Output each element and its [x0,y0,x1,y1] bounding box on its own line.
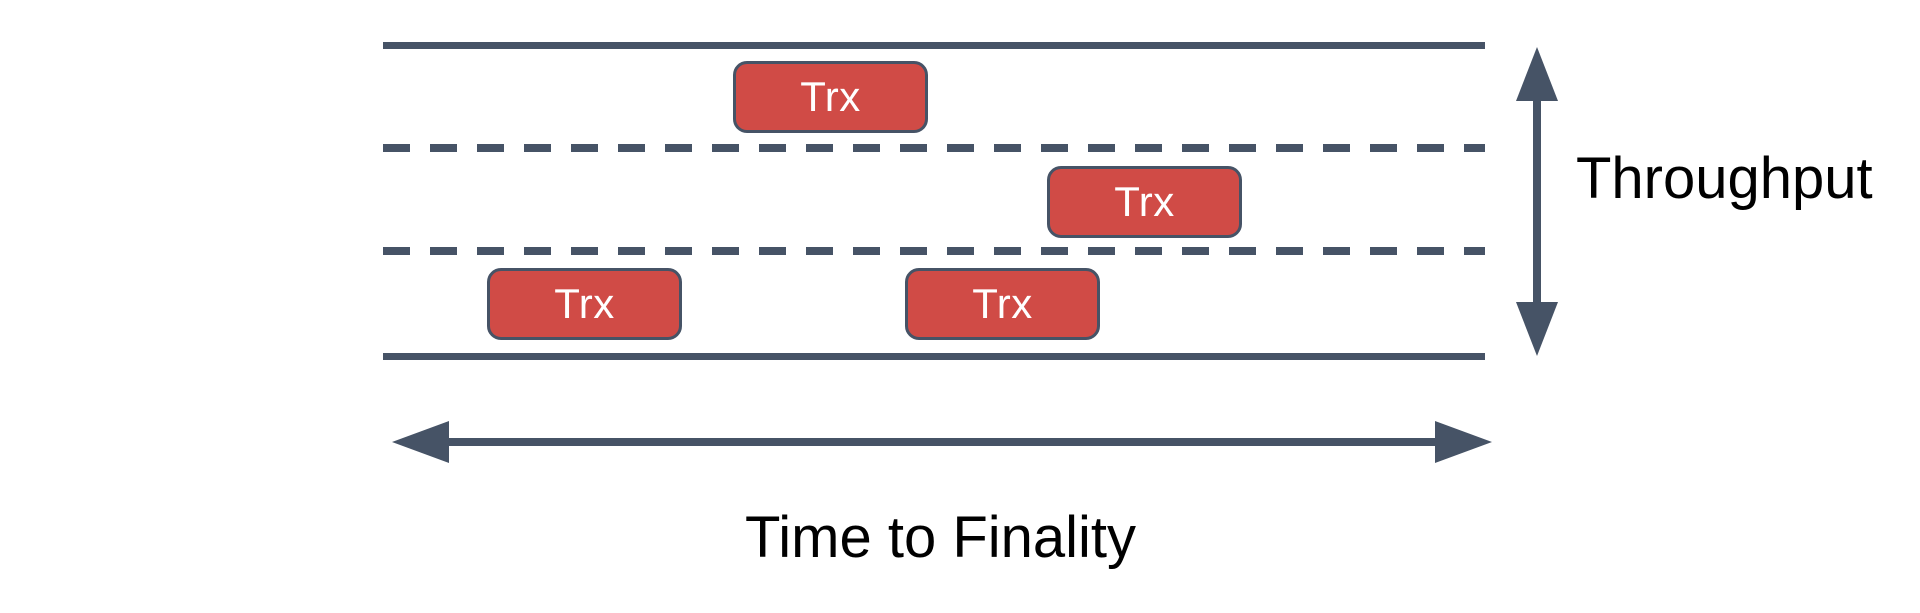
trx-label: Trx [972,280,1033,327]
time-to-finality-label: Time to Finality [745,505,1137,570]
road-top-edge [383,42,1485,49]
lane-divider [383,247,1485,255]
double-arrow-horizontal-icon [392,421,1492,463]
trx-label: Trx [1114,178,1175,225]
trx-box: Trx [1047,166,1242,238]
double-arrow-vertical-icon [1516,47,1558,356]
trx-box: Trx [487,268,682,340]
throughput-label: Throughput [1576,146,1873,211]
road-bottom-edge [383,353,1485,360]
trx-box: Trx [733,61,928,133]
trx-box: Trx [905,268,1100,340]
trx-label: Trx [800,73,861,120]
trx-label: Trx [554,280,615,327]
lane-divider [383,144,1485,152]
